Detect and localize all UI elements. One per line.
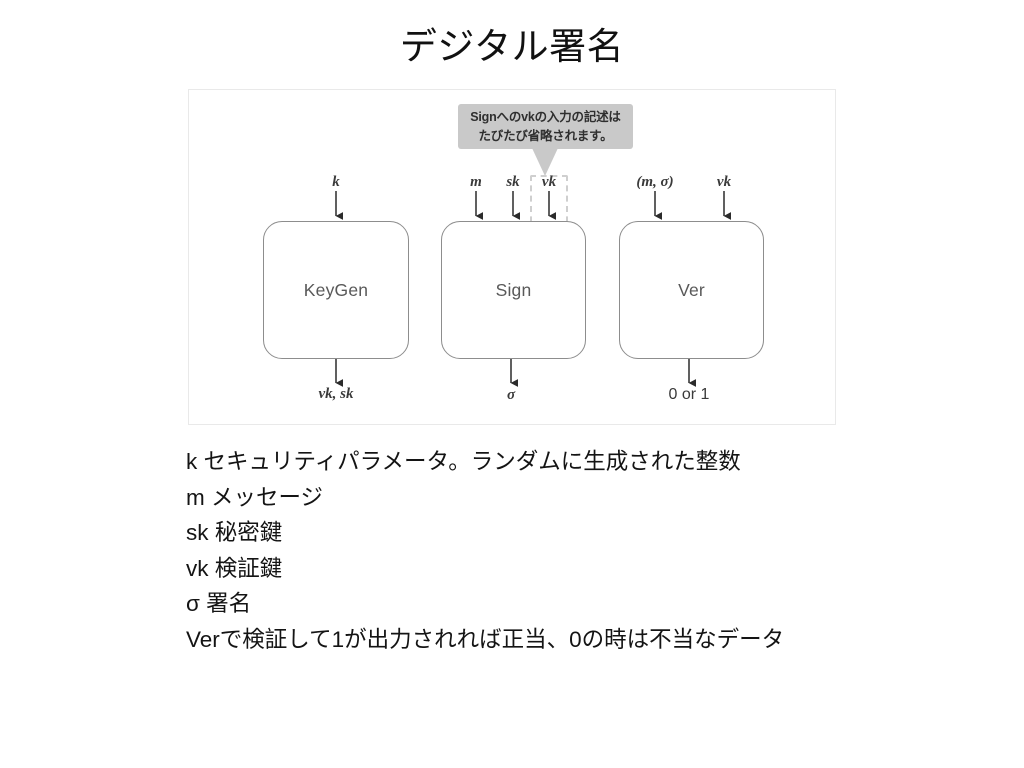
page-title: デジタル署名	[399, 26, 625, 67]
input-label-sign-sk: sk	[506, 174, 520, 190]
input-label-keygen-k: k	[332, 174, 340, 190]
legend-item-sigma: σ 署名	[186, 591, 252, 616]
process-box-keygen-label: KeyGen	[303, 279, 369, 300]
process-box-sign[interactable]: Sign	[441, 221, 586, 359]
process-box-ver-label: Ver	[678, 279, 705, 300]
input-label-sign-vk: vk	[541, 174, 557, 190]
legend-item-k: k セキュリティパラメータ。ランダムに生成された整数	[186, 449, 741, 474]
input-label-ver-vk: vk	[716, 174, 732, 190]
legend-item-verification-result: Verで検証して1が出力されれば正当、0の時は不当なデータ	[186, 626, 785, 652]
process-box-sign-label: Sign	[495, 279, 532, 300]
input-label-ver-message-signature: (m, σ)	[636, 174, 674, 190]
legend-item-m: m メッセージ	[186, 484, 324, 510]
input-label-sign-m: m	[470, 174, 482, 190]
legend-item-sk: sk 秘密鍵	[186, 520, 283, 545]
diagram-arrows	[335, 191, 731, 387]
process-box-ver[interactable]: Ver	[619, 221, 764, 359]
callout-note: Signへのvkの入力の記述は たびたび省略されます。	[458, 104, 633, 149]
signature-scheme-diagram: Signへのvkの入力の記述は たびたび省略されます。 k m sk vk (m…	[188, 89, 836, 425]
legend-item-vk: vk 検証鍵	[186, 555, 283, 581]
process-box-keygen[interactable]: KeyGen	[263, 221, 409, 359]
callout-line-2: たびたび省略されます。	[478, 129, 613, 143]
output-label-keygen: vk, sk	[318, 386, 354, 402]
output-label-sign: σ	[506, 387, 516, 403]
output-label-ver: 0 or 1	[668, 386, 710, 403]
legend-list: k セキュリティパラメータ。ランダムに生成された整数 m メッセージ sk 秘密…	[186, 444, 986, 657]
callout-line-1: Signへのvkの入力の記述は	[470, 110, 621, 124]
callout-pointer-triangle	[532, 148, 558, 176]
